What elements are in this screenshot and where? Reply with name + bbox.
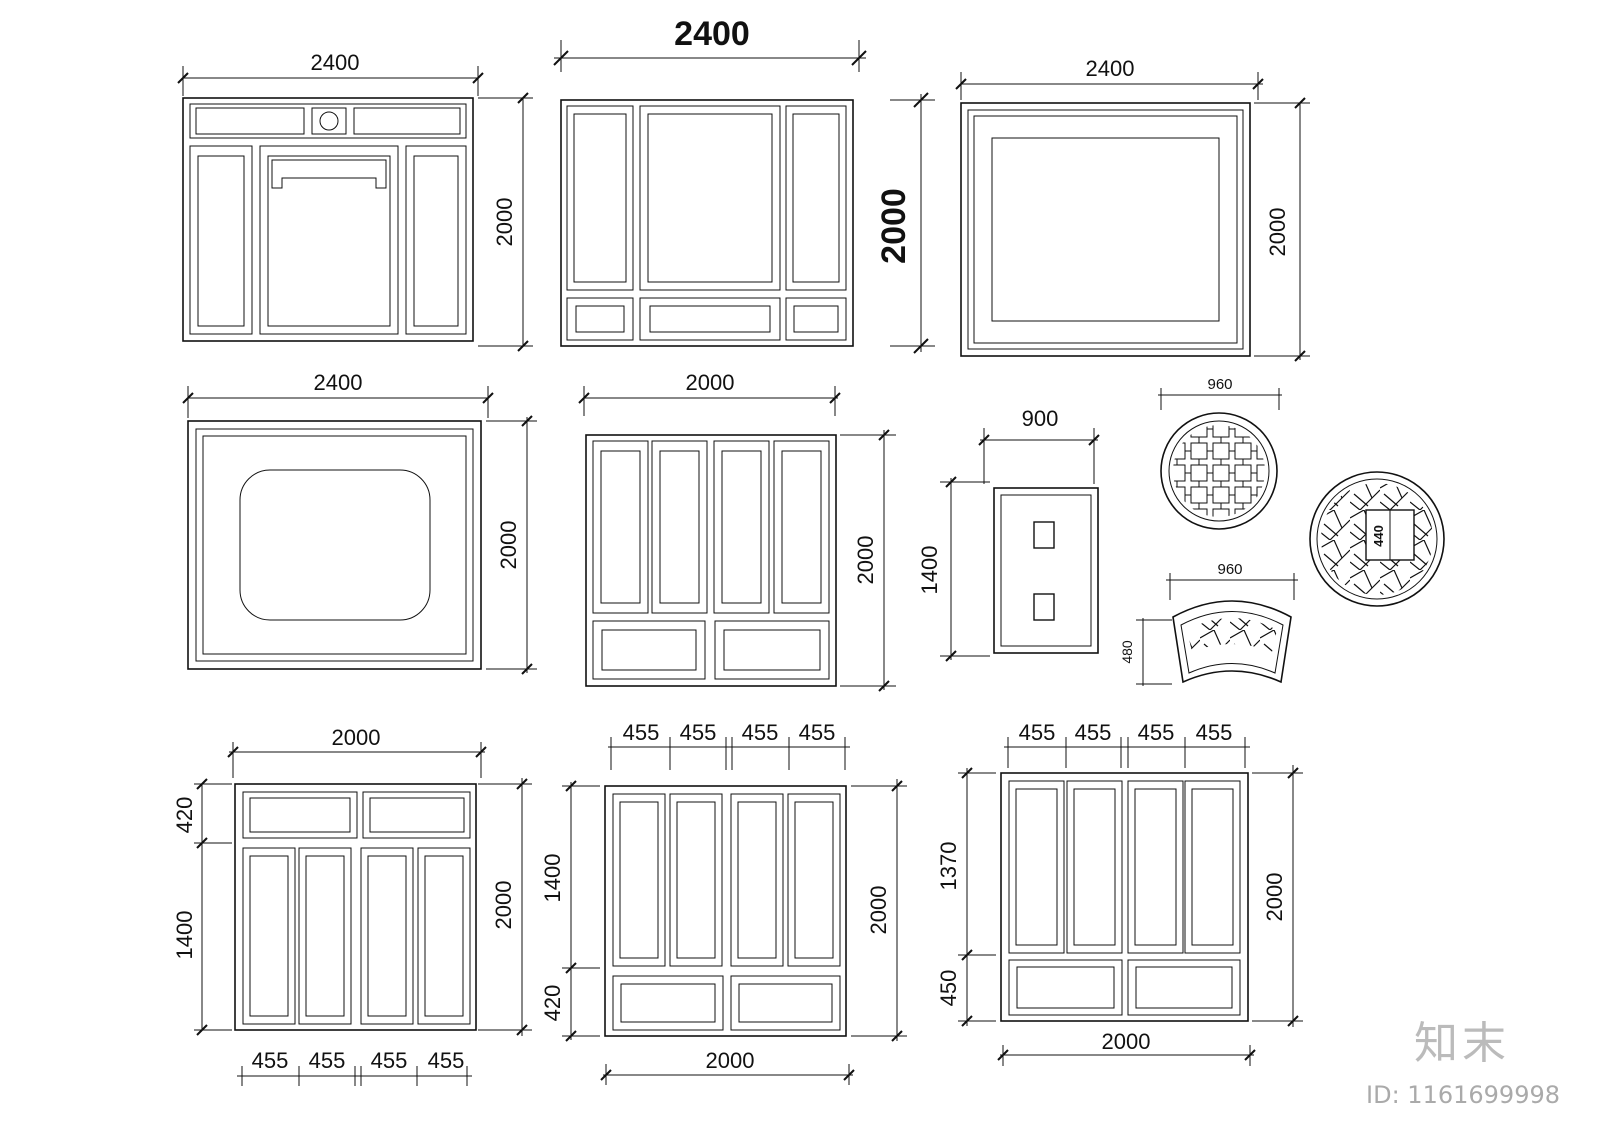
dim-label: 455 — [1019, 720, 1056, 745]
dim-label: 455 — [371, 1048, 408, 1073]
dim-p1-height: 2000 — [478, 92, 533, 352]
dim-p11-left: 1370 450 — [936, 767, 996, 1027]
panel-9 — [234, 783, 477, 1031]
dim-label: 2400 — [674, 15, 750, 53]
dim-p9-height: 2000 — [478, 778, 532, 1036]
dim-label: 2000 — [1102, 1029, 1151, 1054]
dim-label: 1400 — [172, 911, 197, 960]
panel-2 — [560, 99, 854, 347]
dim-label: 2000 — [866, 886, 891, 935]
watermark-id: ID: 1161699998 — [1366, 1081, 1560, 1109]
dim-p4-width: 2400 — [182, 370, 494, 418]
dim-label: 2400 — [311, 50, 360, 75]
dim-label: 455 — [1138, 720, 1175, 745]
dim-label: 440 — [1371, 525, 1386, 547]
dim-p4-height: 2000 — [486, 415, 537, 675]
dim-label: 455 — [428, 1048, 465, 1073]
dim-label: 2000 — [706, 1048, 755, 1073]
dim-label: 2400 — [314, 370, 363, 395]
dim-p10-height: 2000 — [851, 779, 907, 1042]
dim-label: 420 — [172, 797, 197, 834]
dim-label: 2000 — [1262, 873, 1287, 922]
panel-1 — [182, 97, 474, 342]
dim-label: 455 — [1075, 720, 1112, 745]
dim-p7-width: 960 — [1158, 376, 1282, 410]
dim-p1-width: 2400 — [177, 50, 484, 96]
dim-label: 420 — [540, 985, 565, 1022]
dim-label: 455 — [680, 720, 717, 745]
arch-window — [1172, 600, 1292, 684]
dim-label: 2000 — [686, 370, 735, 395]
dim-label: 455 — [309, 1048, 346, 1073]
dim-label: 455 — [252, 1048, 289, 1073]
dim-label: 455 — [742, 720, 779, 745]
dim-label: 2000 — [853, 536, 878, 585]
dim-label: 2000 — [491, 881, 516, 930]
dim-label: 450 — [936, 970, 961, 1007]
watermark-logo: 知末 — [1414, 1018, 1510, 1069]
dim-label: 960 — [1217, 561, 1242, 578]
dim-p10-left: 1400 420 — [540, 780, 600, 1042]
panel-11 — [1000, 772, 1249, 1022]
dim-p5-height: 2000 — [840, 429, 896, 692]
dim-label: 900 — [1022, 406, 1059, 431]
panel-6 — [993, 487, 1099, 654]
panel-3 — [960, 102, 1251, 357]
dim-p2-height: 2000 — [875, 92, 935, 354]
dim-label: 2000 — [492, 198, 517, 247]
dim-label: 2000 — [332, 725, 381, 750]
dim-label: 1400 — [917, 546, 942, 595]
panel-5 — [585, 434, 837, 687]
dim-p6-width: 900 — [978, 406, 1100, 484]
dim-label: 1370 — [936, 842, 961, 891]
dim-label: 2400 — [1086, 56, 1135, 81]
dim-label: 960 — [1207, 376, 1232, 393]
dim-p3-height: 2000 — [1254, 97, 1310, 362]
dim-p3-width: 2400 — [955, 56, 1264, 100]
dim-p5-width: 2000 — [578, 370, 841, 416]
dim-p10-width: 2000 — [600, 1048, 855, 1085]
dim-p2-width: 2400 — [553, 15, 867, 72]
dim-label: 2000 — [496, 521, 521, 570]
round-window-2: 440 — [1309, 471, 1445, 607]
dim-label: 480 — [1119, 640, 1135, 664]
dim-label: 2000 — [875, 188, 913, 264]
dim-p9-left: 420 1400 — [172, 778, 232, 1036]
dim-p9-bottom: 455 455 455 455 — [237, 1048, 472, 1086]
dim-p9-width: 2000 — [227, 725, 487, 778]
dim-p8-width: 960 — [1166, 561, 1298, 600]
dim-p11-width: 2000 — [997, 1029, 1256, 1066]
round-window-1 — [1160, 412, 1278, 530]
dim-label: 455 — [799, 720, 836, 745]
dim-label: 1400 — [540, 854, 565, 903]
panel-10 — [604, 785, 847, 1037]
dim-p11-height: 2000 — [1252, 765, 1303, 1027]
dim-p8-height: 480 — [1119, 618, 1172, 686]
dim-p11-top: 455 455 455 455 — [1004, 720, 1250, 768]
dim-label: 455 — [623, 720, 660, 745]
panel-4 — [187, 420, 482, 670]
dim-p6-height: 1400 — [917, 476, 990, 662]
dim-p10-top: 455 455 455 455 — [608, 720, 850, 770]
dim-label: 2000 — [1265, 208, 1290, 257]
dim-label: 455 — [1196, 720, 1233, 745]
